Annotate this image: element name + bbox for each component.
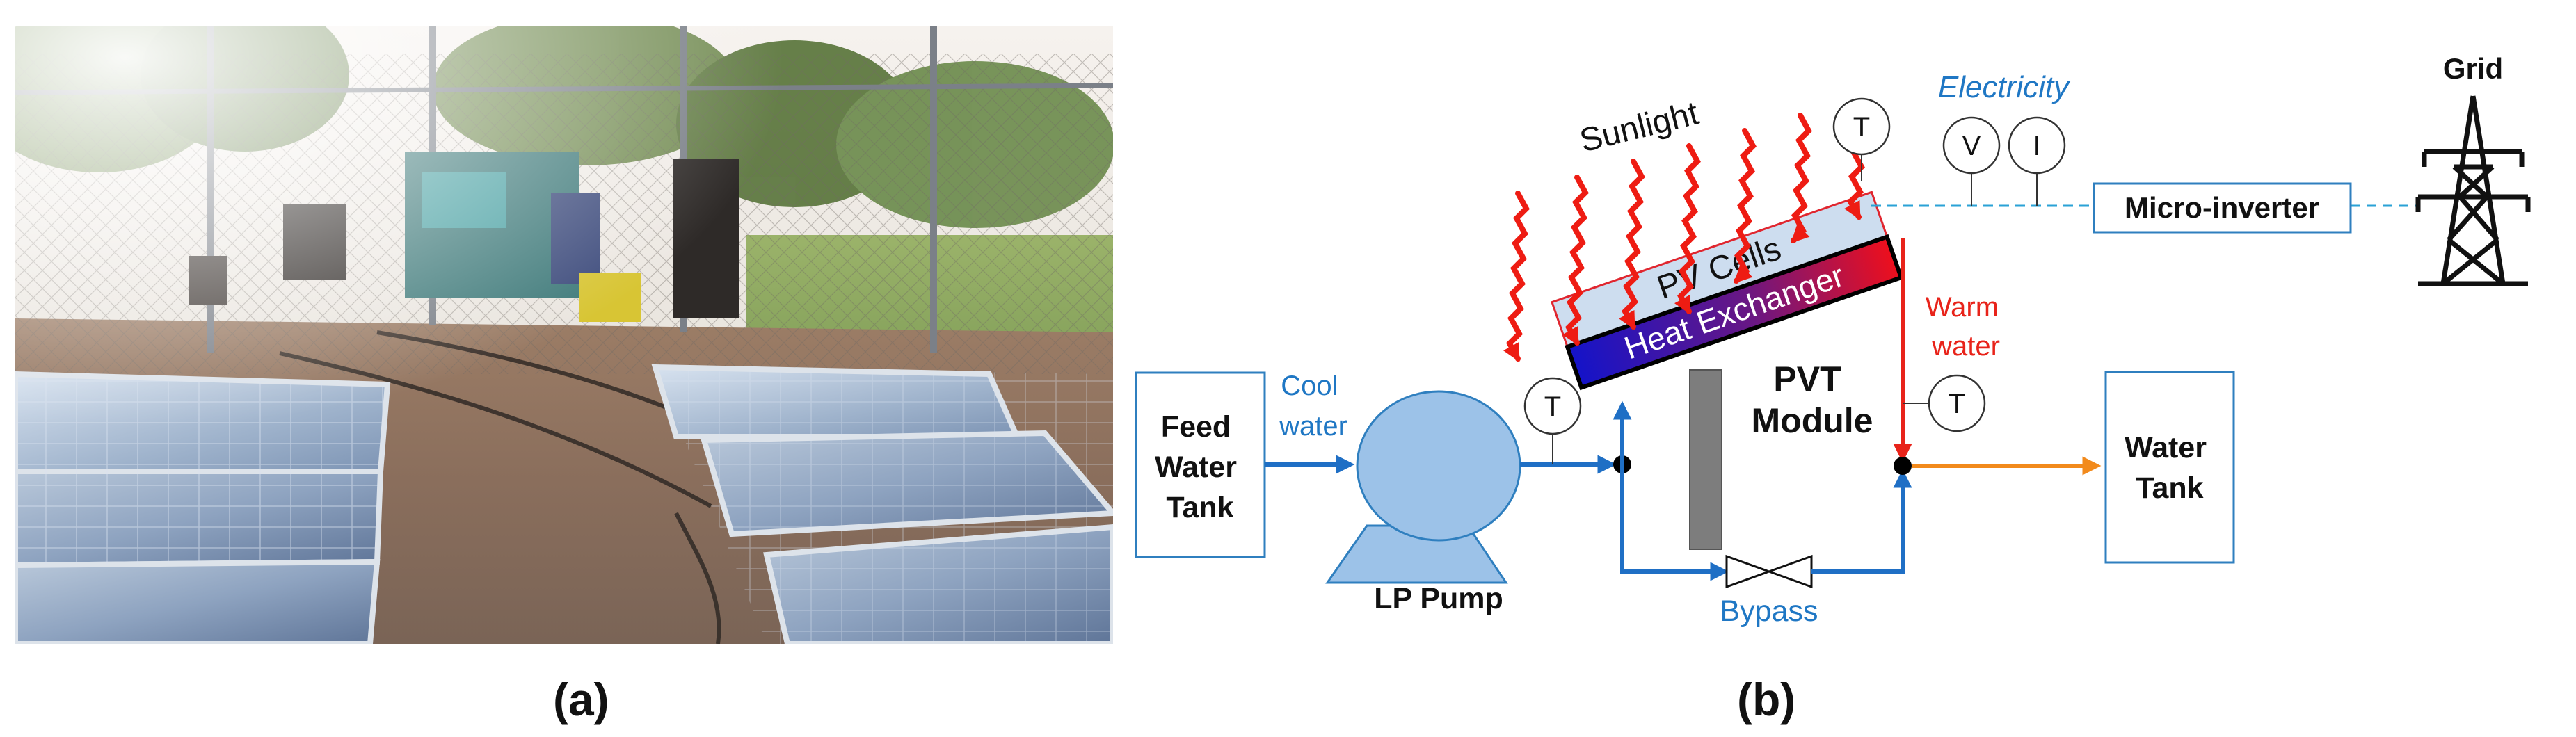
photo-illustration [15, 26, 1113, 644]
warm-water-line-2: water [1931, 331, 2000, 362]
pvt-module-line-1: PVT [1773, 359, 1841, 398]
temp-sensor-module-letter: T [1853, 112, 1870, 143]
bypass-pipe-in [1620, 464, 1729, 581]
module-support-post [1689, 369, 1722, 550]
sun-ray [1674, 143, 1701, 315]
water-tank-label: Water Tank [2125, 431, 2215, 505]
bypass-pipe-out [1811, 469, 1912, 574]
feed-tank-line-3: Tank [1166, 491, 1233, 524]
panel-label-a: (a) [553, 674, 609, 725]
feed-tank-line-2: Water [1155, 451, 1237, 484]
bypass-valve-right [1766, 554, 1813, 589]
cool-water-label: Cool water [1279, 371, 1347, 442]
micro-inverter-box [2093, 182, 2352, 234]
temp-sensor-pump-letter: T [1544, 391, 1561, 422]
water-tank [2104, 371, 2235, 564]
feed-tank-label: Feed Water Tank [1155, 410, 1245, 524]
current-meter [2008, 116, 2066, 175]
site-photo [15, 26, 1113, 644]
feed-tank-line-1: Feed [1161, 410, 1231, 444]
outlet-junction [1894, 457, 1912, 475]
temp-sensor-module [1832, 97, 1891, 156]
pump-label: LP Pump [1374, 582, 1503, 615]
cool-water-line-2: water [1279, 411, 1347, 442]
temp-sensor-warm-letter: T [1949, 389, 1965, 419]
pvt-module-label: PVT Module [1752, 359, 1873, 440]
temp-sensor-pump-outlet [1523, 377, 1582, 435]
bypass-valve-left [1725, 554, 1773, 589]
sun-ray [1618, 159, 1645, 330]
sunlight-rays [1503, 99, 1868, 362]
pump-body [1356, 390, 1521, 542]
micro-inverter-label: Micro-inverter [2125, 191, 2319, 224]
pvt-panel: PV Cells Heat Exchanger [1551, 191, 1904, 391]
panel-label-b: (b) [1737, 674, 1796, 725]
sun-ray [1503, 191, 1530, 362]
current-meter-letter: I [2033, 131, 2040, 161]
heat-exchanger-layer [1565, 234, 1904, 391]
sun-ray [1734, 128, 1757, 284]
grid-label: Grid [2443, 52, 2503, 85]
electricity-label: Electricity [1938, 70, 2071, 104]
feed-water-tank [1135, 371, 1266, 558]
grid-tower-icon [2415, 95, 2531, 286]
cool-water-line-1: Cool [1281, 371, 1338, 401]
warm-water-line-1: Warm [1926, 292, 1999, 323]
pvt-module-line-2: Module [1752, 401, 1873, 440]
bypass-label: Bypass [1720, 594, 1818, 628]
temp-sensor-warm-outlet [1928, 374, 1986, 432]
sun-ray [1562, 175, 1589, 346]
sunlight-label: Sunlight [1576, 95, 1702, 159]
water-tank-line-1: Water [2125, 431, 2207, 464]
voltage-meter-letter: V [1962, 131, 1981, 161]
water-tank-line-2: Tank [2136, 471, 2203, 505]
sun-ray [1791, 113, 1812, 243]
warm-water-label: Warm water [1926, 292, 2006, 362]
voltage-meter [1942, 116, 2001, 175]
